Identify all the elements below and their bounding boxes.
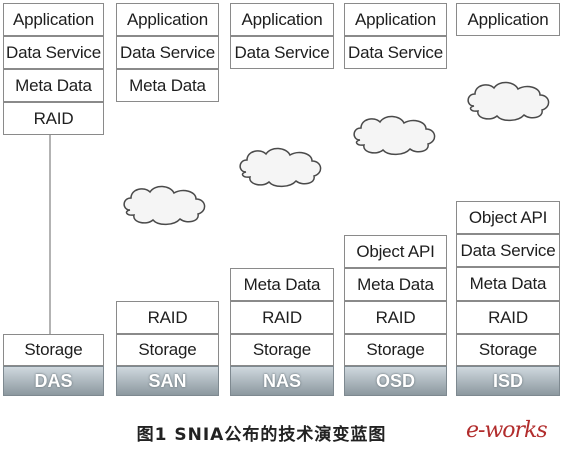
nas-storage-layer: Storage <box>230 334 334 366</box>
isd-raid-layer: RAID <box>456 301 560 334</box>
cloud-icon <box>239 147 322 188</box>
isd-object-api-layer: Object API <box>456 201 560 234</box>
nas-meta-data-layer: Meta Data <box>230 268 334 301</box>
isd-application-layer: Application <box>456 3 560 36</box>
nas-application-layer: Application <box>230 3 334 36</box>
san-application-layer: Application <box>116 3 219 36</box>
eworks-logo: e-works <box>466 418 548 443</box>
san-raid-layer: RAID <box>116 301 219 334</box>
das-raid-layer: RAID <box>3 102 104 135</box>
osd-object-api-layer: Object API <box>344 235 447 268</box>
figure-caption-text: 图1 SNIA公布的技术演变蓝图 <box>136 425 387 445</box>
das-data-service-layer: Data Service <box>3 36 104 69</box>
san-header: SAN <box>116 366 219 396</box>
isd-meta-data-layer: Meta Data <box>456 267 560 301</box>
das-application-layer: Application <box>3 3 104 36</box>
nas-data-service-layer: Data Service <box>230 36 334 69</box>
das-header: DAS <box>3 366 104 396</box>
cloud-icon <box>353 115 436 156</box>
san-storage-layer: Storage <box>116 334 219 366</box>
osd-header: OSD <box>344 366 447 396</box>
isd-storage-layer: Storage <box>456 334 560 366</box>
figure-caption: 图1 SNIA公布的技术演变蓝图 <box>0 420 563 445</box>
das-storage-layer: Storage <box>3 334 104 366</box>
osd-application-layer: Application <box>344 3 447 36</box>
osd-storage-layer: Storage <box>344 334 447 366</box>
san-data-service-layer: Data Service <box>116 36 219 69</box>
das-meta-data-layer: Meta Data <box>3 69 104 102</box>
cloud-icon <box>123 185 206 226</box>
osd-data-service-layer: Data Service <box>344 36 447 69</box>
osd-raid-layer: RAID <box>344 301 447 334</box>
isd-header: ISD <box>456 366 560 396</box>
isd-data-service-layer: Data Service <box>456 234 560 267</box>
nas-raid-layer: RAID <box>230 301 334 334</box>
osd-meta-data-layer: Meta Data <box>344 268 447 301</box>
nas-header: NAS <box>230 366 334 396</box>
cloud-icon <box>467 81 550 122</box>
san-meta-data-layer: Meta Data <box>116 69 219 102</box>
